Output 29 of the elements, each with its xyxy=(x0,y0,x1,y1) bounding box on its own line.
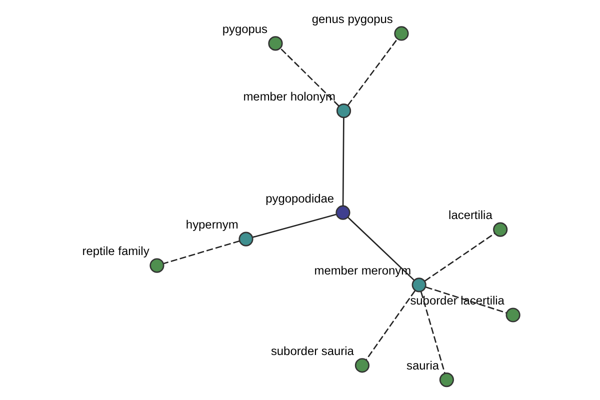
node-label: pygopus xyxy=(222,22,268,36)
node-circle xyxy=(505,308,520,322)
connector xyxy=(365,290,416,360)
node-circle xyxy=(238,232,253,246)
node-label: pygopodidae xyxy=(265,191,334,206)
connector xyxy=(279,48,339,106)
node-label: genus pygopus xyxy=(311,12,392,26)
connector xyxy=(342,118,344,206)
node-label: member holonym xyxy=(242,89,335,104)
node-circle xyxy=(336,104,351,118)
node-circle xyxy=(438,372,454,388)
connector xyxy=(252,214,336,238)
node-circle xyxy=(268,36,282,51)
node-label: lacertilia xyxy=(448,208,492,222)
node-circle xyxy=(394,26,408,41)
node-circle xyxy=(149,258,164,273)
node-circle xyxy=(492,222,508,237)
node-label: suborder sauria xyxy=(270,344,354,358)
connector xyxy=(424,232,494,282)
connector xyxy=(347,216,414,281)
node-circle xyxy=(411,278,426,292)
connector xyxy=(163,240,240,264)
node-label: sauria xyxy=(406,358,439,372)
node-label: reptile family xyxy=(82,244,149,258)
node-label: hypernym xyxy=(185,218,238,232)
connector xyxy=(420,292,445,374)
node-circle xyxy=(335,205,350,220)
node-circle xyxy=(354,358,369,373)
connector xyxy=(346,38,398,106)
